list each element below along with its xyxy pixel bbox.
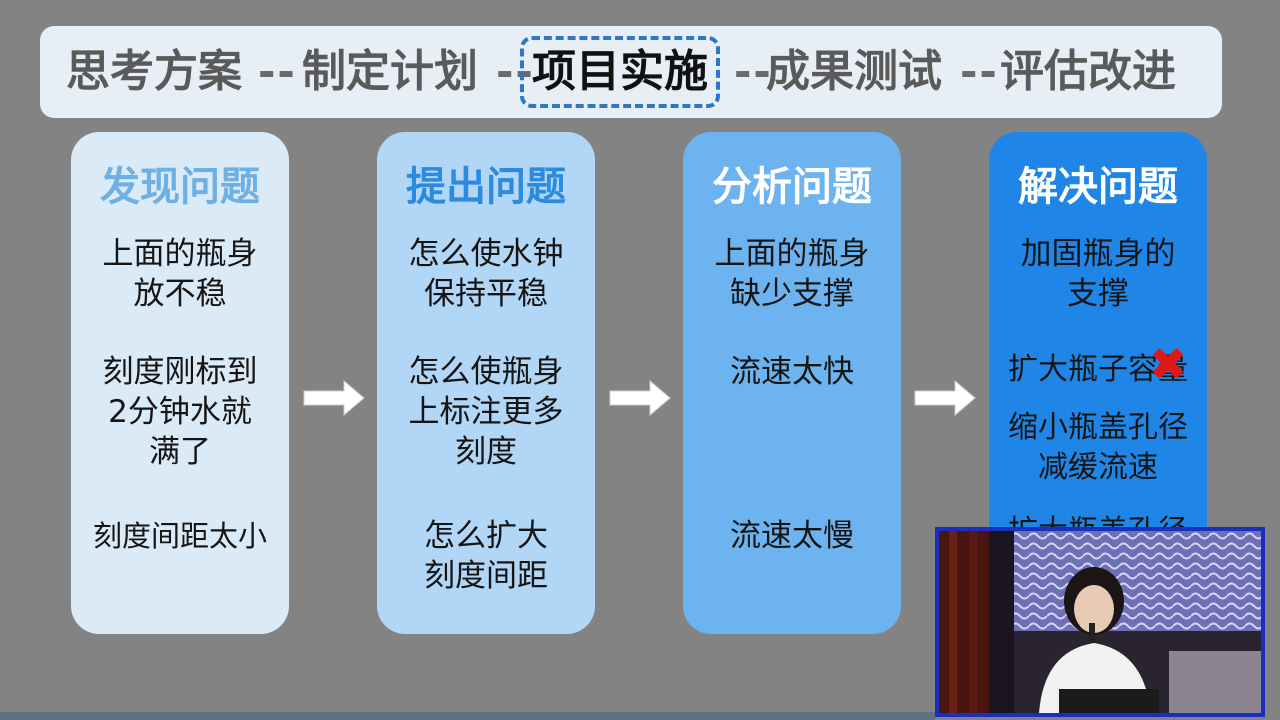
right-arrow-icon	[609, 379, 671, 417]
step-4: 成果测试	[766, 46, 942, 97]
card-analyze-problem: 分析问题 上面的瓶身 缺少支撑 流速太快 流速太慢	[683, 132, 901, 634]
card-discover-problem: 发现问题 上面的瓶身 放不稳 刻度刚标到 2分钟水就 满了 刻度间距太小	[71, 132, 289, 634]
step-5: 评估改进	[1000, 46, 1176, 97]
card-item: 怎么扩大 刻度间距	[377, 516, 595, 596]
card-item-text: 刻度刚标到 2分钟水就 满了	[102, 354, 258, 470]
presenter-video	[935, 527, 1265, 717]
card-item-text: 怎么使瓶身 上标注更多 刻度	[408, 354, 564, 470]
card-item: 缩小瓶盖孔径 减缓流速	[989, 408, 1207, 488]
card-item-text: 怎么扩大 刻度间距	[424, 518, 548, 594]
card-item-text: 上面的瓶身 放不稳	[102, 236, 258, 312]
card-title: 提出问题	[406, 164, 566, 210]
card-item-text: 缩小瓶盖孔径 减缓流速	[1008, 410, 1188, 485]
cross-icon: ✖	[1148, 337, 1188, 391]
card-title: 发现问题	[100, 164, 260, 210]
card-item: 怎么使水钟 保持平稳	[377, 234, 595, 314]
card-title: 解决问题	[1018, 164, 1178, 210]
step-3-active: 项目实施	[520, 36, 720, 108]
card-item-text: 怎么使水钟 保持平稳	[408, 236, 564, 312]
card-item: 流速太快	[683, 352, 901, 392]
card-item: 刻度间距太小	[71, 516, 289, 556]
card-item: 刻度刚标到 2分钟水就 满了	[71, 352, 289, 472]
card-item: 流速太慢	[683, 516, 901, 556]
card-raise-problem: 提出问题 怎么使水钟 保持平稳 怎么使瓶身 上标注更多 刻度 怎么扩大 刻度间距	[377, 132, 595, 634]
card-item: 加固瓶身的 支撑	[989, 234, 1207, 314]
card-item: 怎么使瓶身 上标注更多 刻度	[377, 352, 595, 472]
card-item-text: 刻度间距太小	[92, 519, 267, 553]
card-item-text: 加固瓶身的 支撑	[1020, 236, 1176, 312]
step-separator: --	[734, 47, 773, 96]
card-item-text: 扩大瓶子容量	[1008, 352, 1188, 387]
step-2: 制定计划	[302, 46, 478, 97]
right-arrow-icon	[303, 379, 365, 417]
card-item-text: 上面的瓶身 缺少支撑	[714, 236, 870, 312]
step-separator: --	[496, 47, 535, 96]
bottom-strip	[0, 712, 935, 720]
card-title: 分析问题	[712, 164, 872, 210]
card-item: 上面的瓶身 放不稳	[71, 234, 289, 314]
card-item: 扩大瓶子容量	[989, 350, 1207, 390]
process-bar: 思考方案 -- 制定计划 -- 项目实施 -- 成果测试 -- 评估改进	[40, 26, 1222, 118]
step-separator: --	[258, 47, 297, 96]
presenter-video-frame	[939, 531, 1261, 713]
step-separator: --	[960, 47, 999, 96]
step-1: 思考方案	[66, 46, 242, 97]
card-item: 上面的瓶身 缺少支撑	[683, 234, 901, 314]
card-item-text: 流速太慢	[730, 518, 854, 554]
right-arrow-icon	[914, 379, 976, 417]
card-item-text: 流速太快	[730, 354, 854, 390]
